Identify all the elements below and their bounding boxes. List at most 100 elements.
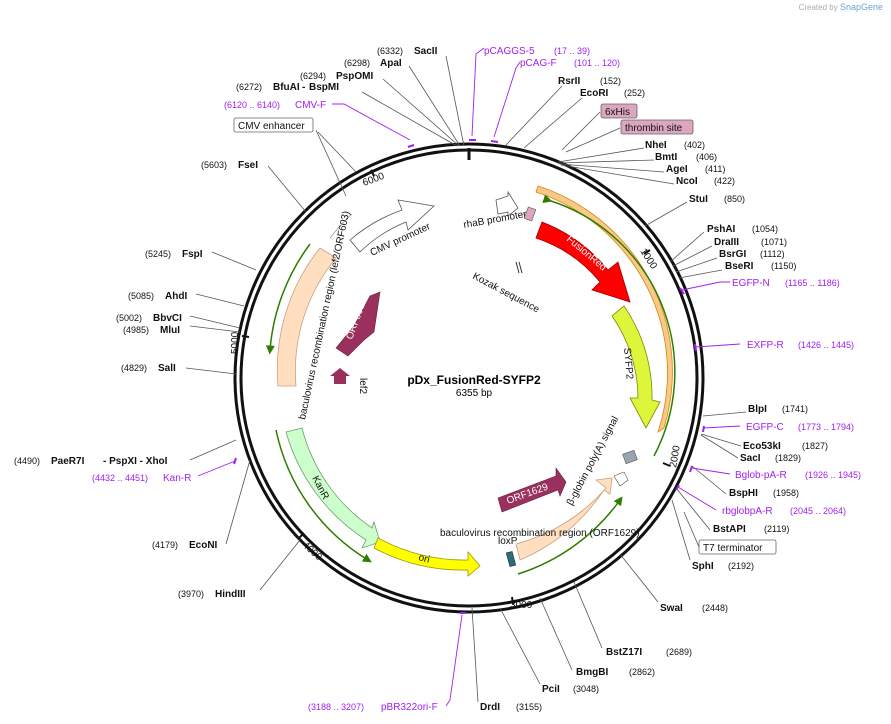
primer-range: (1426 .. 1445)	[798, 340, 854, 350]
enzyme-name: BmtI	[655, 152, 677, 163]
enzyme-pos: (411)	[705, 164, 725, 174]
enzyme-pos: (252)	[624, 88, 645, 98]
enzyme-pos: (422)	[714, 176, 735, 186]
enzyme-name: FseI	[238, 160, 258, 171]
enzyme-pos: (152)	[600, 76, 621, 86]
enzyme-pos: (6298)	[344, 58, 370, 68]
primer-name: Kan-R	[163, 473, 191, 484]
enzyme-pos: (6294)	[300, 71, 326, 81]
enzyme-pos: (3155)	[516, 702, 542, 712]
primer-name: pBR322ori-F	[381, 702, 438, 713]
enzyme-pos: (850)	[724, 194, 745, 204]
enzyme-name: AgeI	[666, 164, 688, 175]
svg-text:-: -	[302, 82, 305, 93]
kozak-label: Kozak sequence	[471, 271, 542, 316]
enzyme-name: HindIII	[215, 589, 246, 600]
enzyme-pos: (3970)	[178, 589, 204, 599]
primer-range: (6120 .. 6140)	[224, 100, 280, 110]
orf1629-region-label: baculovirus recombination region (ORF162…	[440, 528, 640, 539]
enzyme-name: NcoI	[676, 176, 698, 187]
enzyme-name: BseRI	[725, 261, 754, 272]
primer-range: (1926 .. 1945)	[805, 470, 861, 480]
enzyme-name: BstZ17I	[606, 647, 642, 658]
enzyme-pos: (1741)	[782, 404, 808, 414]
enzyme-name: PaeR7I	[51, 456, 85, 467]
cmv-promoter-arrow	[349, 199, 435, 253]
enzyme-name: SacII	[414, 46, 438, 57]
enzyme-name: ApaI	[380, 58, 402, 69]
enzyme-name: DraIII	[714, 237, 739, 248]
primer-name: pCAG-F	[520, 58, 557, 69]
enzyme-pos: (1071)	[761, 237, 787, 247]
sixhis-label: 6xHis	[605, 107, 630, 118]
enzyme-name: BspHI	[729, 488, 758, 499]
primer-name: Bglob-pA-R	[735, 470, 787, 481]
enzyme-name: SacI	[740, 453, 761, 464]
enzyme-pos: (4490)	[14, 456, 40, 466]
primer-range: (1773 .. 1794)	[798, 422, 854, 432]
enzyme-pos: (3048)	[573, 684, 599, 694]
tick-3000: 3000	[510, 600, 533, 611]
enzyme-pos: (1054)	[752, 224, 778, 234]
enzyme-name: StuI	[689, 194, 708, 205]
enzyme-pos: (5002)	[116, 313, 142, 323]
enzyme-name: PshAI	[707, 224, 736, 235]
lef2-region-label: baculovirus recombination region (lef2/O…	[297, 210, 352, 421]
enzyme-name: AhdI	[165, 291, 187, 302]
enzyme-name: BmgBI	[576, 667, 608, 678]
plasmid-size: 6355 bp	[456, 388, 493, 399]
enzyme-pos: (5245)	[145, 249, 171, 259]
ori-label: ori	[417, 552, 431, 566]
primer-name: pCAGGS-5	[484, 46, 535, 57]
enzyme-name: BlpI	[748, 404, 767, 415]
enzyme-name: SwaI	[660, 603, 683, 614]
backbone-outer	[233, 142, 705, 614]
enzyme-name: SphI	[692, 561, 714, 572]
ori-feature	[373, 537, 481, 577]
enzyme-name: SalI	[158, 363, 176, 374]
primer-name: rbglobpA-R	[722, 506, 773, 517]
primer-labels: pCAGGS-5 (17 .. 39) pCAG-F (101 .. 120) …	[92, 46, 861, 713]
enzyme-name: BsrGI	[719, 249, 746, 260]
enzyme-pos: (1958)	[773, 488, 799, 498]
primer-range: (101 .. 120)	[574, 58, 620, 68]
enzyme-pos: (2192)	[728, 561, 754, 571]
plasmid-name: pDx_FusionRed-SYFP2	[407, 373, 541, 387]
globin-label: β-globin poly(A) signal	[565, 415, 621, 508]
lef2-label: lef2	[357, 378, 368, 395]
enzyme-name: PciI	[542, 684, 560, 695]
enzyme-pos: (6272)	[236, 82, 262, 92]
primer-markers	[233, 139, 705, 614]
kanr-feature	[285, 427, 381, 549]
syfp2-label: SYFP2	[621, 347, 635, 380]
enzyme-name: DrdI	[480, 702, 500, 713]
orf1629-label: ORF1629	[505, 482, 550, 507]
enzyme-name: EcoNI	[189, 540, 218, 551]
enzyme-leaders	[185, 55, 747, 703]
enzyme-name: FspI	[182, 249, 203, 260]
enzyme-pos: (1150)	[771, 261, 796, 271]
syfp2-feature	[611, 305, 661, 429]
tick-2000: 2000	[668, 444, 683, 468]
lef2-arrow	[330, 368, 350, 384]
fusionred-feature	[535, 221, 631, 303]
enzyme-name: BbvCI	[153, 313, 182, 324]
enzyme-name: PspOMI	[336, 71, 373, 82]
tick-marks	[241, 169, 671, 605]
lef2-region-feature	[276, 247, 337, 387]
rhab-promoter-arrow	[495, 190, 519, 217]
cmv-enhancer-label: CMV enhancer	[238, 121, 305, 132]
primer-range: (17 .. 39)	[554, 46, 590, 56]
enzyme-name: BfuAI	[273, 82, 300, 93]
enzyme-pos: (4179)	[152, 540, 178, 550]
enzyme-name: BstAPI	[713, 524, 746, 535]
orf1629-feature	[497, 467, 567, 513]
rhab-promoter-label: rhaB promoter	[463, 209, 529, 231]
enzyme-pos: (402)	[684, 140, 705, 150]
primer-range: (1165 .. 1186)	[785, 278, 840, 288]
primer-name: EGFP-N	[732, 278, 770, 289]
enzyme-pos: (6332)	[377, 46, 403, 56]
enzyme-name: RsrII	[558, 76, 580, 87]
